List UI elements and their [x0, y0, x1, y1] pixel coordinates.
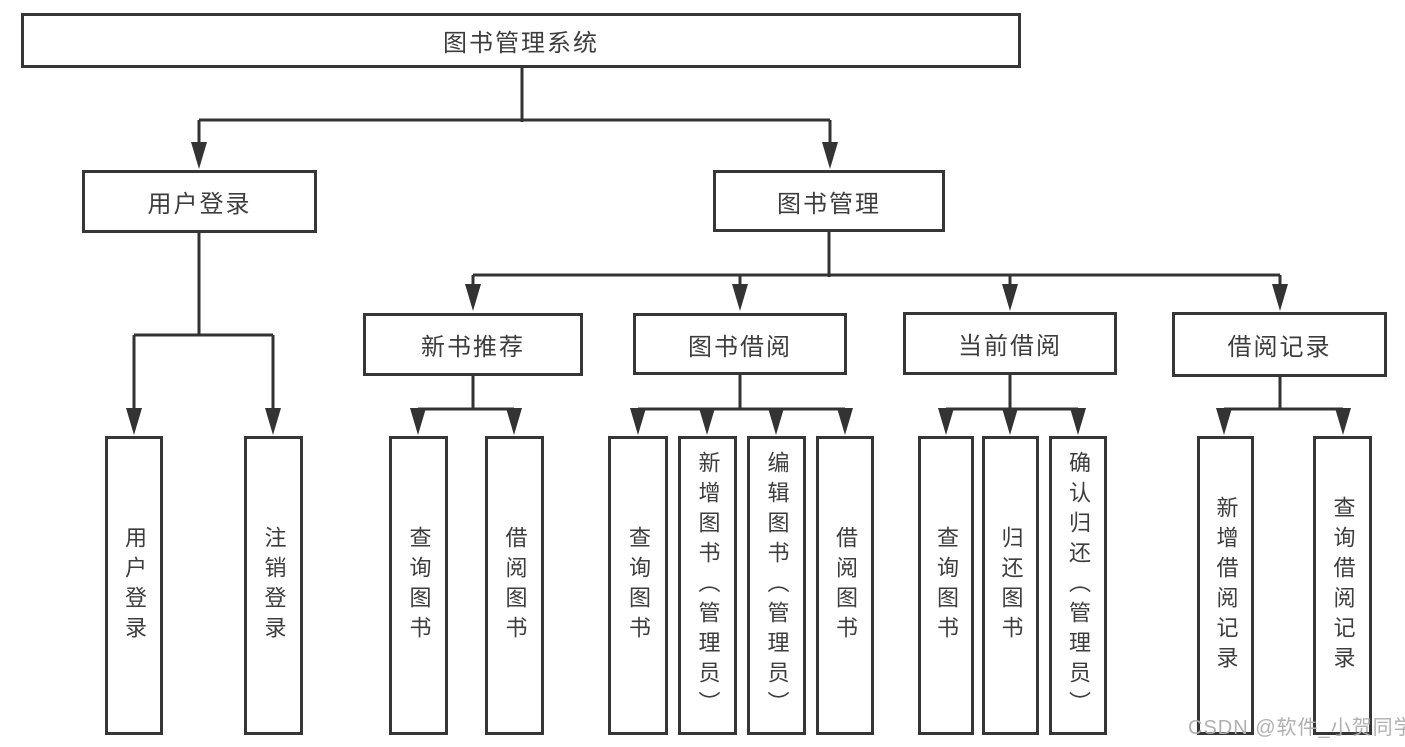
- leaf-logout-label: 注销登录: [261, 525, 287, 646]
- leaf-br-query-record-label: 查询借阅记录: [1330, 495, 1356, 676]
- leaf-nbr-borrow-books: 借阅图书: [485, 436, 544, 735]
- arrowheads: [126, 142, 1351, 435]
- leaf-nbr-borrow-books-label: 借阅图书: [502, 525, 528, 646]
- leaf-bb-borrow-books-label: 借阅图书: [833, 525, 858, 646]
- node-user-login: 用户登录: [82, 170, 317, 233]
- leaf-bb-query-books-label: 查询图书: [626, 525, 651, 646]
- leaf-bb-edit-books-admin-label: 编辑图书（管理员）: [764, 450, 790, 721]
- leaf-cb-confirm-return-admin-label: 确认归还（管理员）: [1066, 450, 1091, 721]
- node-new-book-recommend: 新书推荐: [363, 313, 583, 376]
- leaf-logout: 注销登录: [244, 436, 303, 735]
- node-library-management-system: 图书管理系统: [21, 13, 1021, 68]
- leaf-bb-query-books: 查询图书: [608, 436, 668, 735]
- leaf-cb-confirm-return-admin: 确认归还（管理员）: [1049, 436, 1107, 735]
- leaf-bb-add-books-admin: 新增图书（管理员）: [678, 436, 737, 735]
- node-book-borrow: 图书借阅: [633, 313, 847, 375]
- leaf-cb-return-books: 归还图书: [982, 436, 1039, 735]
- leaf-user-login-label: 用户登录: [122, 525, 147, 646]
- leaf-cb-return-books-label: 归还图书: [998, 525, 1024, 646]
- leaf-nbr-query-books: 查询图书: [389, 436, 448, 735]
- leaf-br-add-record-label: 新增借阅记录: [1213, 495, 1239, 676]
- node-borrow-records: 借阅记录: [1172, 312, 1387, 377]
- node-book-management: 图书管理: [713, 170, 945, 232]
- leaf-nbr-query-books-label: 查询图书: [406, 525, 432, 646]
- leaf-cb-query-books: 查询图书: [918, 436, 974, 735]
- leaf-cb-query-books-label: 查询图书: [934, 525, 959, 646]
- leaf-bb-edit-books-admin: 编辑图书（管理员）: [747, 436, 806, 735]
- leaf-br-add-record: 新增借阅记录: [1197, 436, 1254, 735]
- leaf-bb-add-books-admin-label: 新增图书（管理员）: [695, 450, 721, 721]
- node-current-borrow: 当前借阅: [903, 312, 1117, 375]
- csdn-watermark: CSDN @软件_小贺同学: [1188, 717, 1405, 739]
- leaf-user-login: 用户登录: [105, 436, 163, 735]
- leaf-bb-borrow-books: 借阅图书: [816, 436, 874, 735]
- leaf-br-query-record: 查询借阅记录: [1313, 436, 1372, 735]
